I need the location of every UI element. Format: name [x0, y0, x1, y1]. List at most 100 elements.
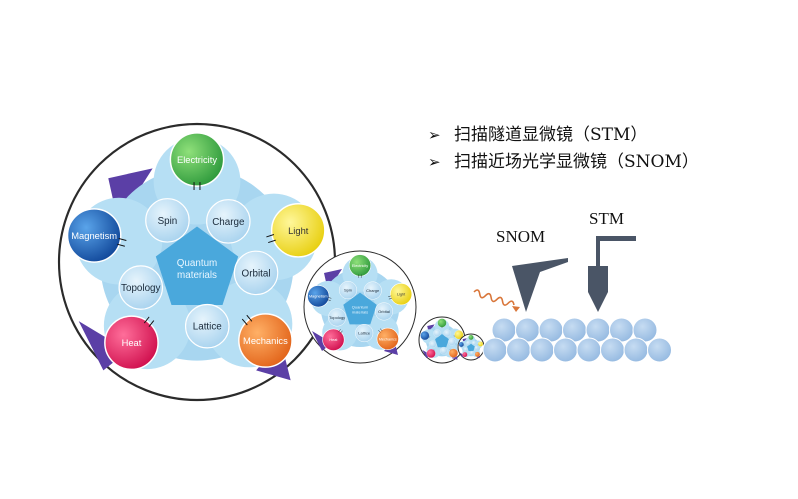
probe-sample-schematic: SNOM STM [473, 209, 672, 363]
outer-bubble-heat [322, 328, 345, 351]
outer-label: Magnetism [71, 231, 117, 241]
double-arrow-icon [475, 351, 477, 353]
outer-label: Heat [122, 338, 142, 348]
inner-bubble-spin [466, 340, 471, 346]
double-arrow-icon [465, 352, 467, 354]
center-label: materials [352, 309, 368, 314]
center-label: Quantum [177, 258, 218, 269]
small-quantum-diagram [418, 316, 466, 364]
technique-list: ➢ 扫描隧道显微镜（STM） ➢ 扫描近场光学显微镜（SNOM） [428, 122, 699, 176]
double-arrow-icon [477, 344, 479, 346]
stm-label: STM [589, 209, 624, 228]
outer-bubble-light [454, 330, 464, 340]
inner-label: Orbital [378, 309, 390, 314]
outer-label: Light [288, 226, 309, 236]
outer-bubble-light [389, 283, 413, 306]
center-label: Quantum [352, 305, 369, 310]
outer-label: Electricity [352, 264, 368, 268]
inner-bubble-lattice [184, 303, 230, 349]
inner-bubble-orbital [448, 338, 456, 346]
snom-label: SNOM [496, 227, 545, 246]
outer-label: Mechanics [379, 337, 397, 341]
double-arrow-icon [378, 328, 383, 333]
double-arrow-icon [338, 329, 343, 334]
center-label: materials [177, 270, 217, 281]
inner-bubble-lattice [355, 324, 374, 343]
outer-bubble-mechanics [448, 348, 458, 358]
stm-tip [588, 236, 636, 312]
bullet-text-snom: 扫描近场光学显微镜（SNOM） [454, 152, 699, 172]
outer-bubble-mechanics [376, 327, 399, 350]
inner-bubble-charge [443, 329, 451, 337]
outer-bubble-magnetism [307, 285, 330, 308]
inner-label: Spin [158, 216, 178, 227]
double-arrow-icon [143, 316, 155, 328]
snom-tip [512, 258, 568, 312]
outer-bubble-heat [104, 315, 159, 371]
double-arrow-icon [327, 297, 332, 301]
double-arrow-icon [266, 234, 276, 244]
inner-label: Topology [329, 315, 345, 320]
double-arrow-icon [433, 349, 435, 351]
inner-label: Lattice [358, 330, 371, 335]
double-arrow-icon [193, 182, 201, 191]
photon-wave [473, 289, 515, 306]
inner-bubble-lattice [469, 350, 475, 356]
bullet-snom: ➢ 扫描近场光学显微镜（SNOM） [428, 149, 699, 176]
outer-bubble-light [477, 341, 484, 347]
double-arrow-icon [463, 344, 465, 346]
bullet-text-stm: 扫描隧道显微镜（STM） [454, 125, 648, 145]
inner-bubble-spin [433, 329, 441, 337]
outer-bubble-mechanics [474, 351, 481, 357]
bullet-stm: ➢ 扫描隧道显微镜（STM） [428, 122, 699, 149]
inner-label: Topology [121, 283, 160, 294]
outer-bubble-heat [426, 348, 436, 359]
double-arrow-icon [453, 335, 456, 337]
atom [482, 337, 508, 363]
inner-bubble-topology [463, 347, 468, 352]
atom [529, 337, 555, 363]
arrowhead-bullet-icon: ➢ [428, 126, 441, 144]
inner-label: Orbital [242, 268, 271, 279]
center-pentagon [435, 334, 449, 348]
double-arrow-icon [470, 339, 472, 341]
center-pentagon [343, 292, 377, 325]
double-arrow-icon [449, 348, 452, 351]
atom [506, 337, 531, 363]
atom [576, 337, 602, 363]
inner-bubble-topology [328, 308, 347, 327]
outer-label: Heat [329, 338, 338, 342]
outer-label: Electricity [177, 155, 217, 165]
outer-label: Light [397, 293, 406, 297]
inner-bubble-topology [428, 340, 437, 348]
inner-bubble-lattice [439, 346, 448, 355]
double-arrow-icon [441, 326, 443, 329]
inner-bubble-orbital [474, 345, 479, 351]
inner-bubble-orbital [233, 250, 279, 296]
outer-bubble-electricity [348, 254, 372, 277]
outer-bubble-electricity [468, 334, 474, 340]
inner-label: Spin [344, 288, 352, 293]
center-pentagon [155, 226, 239, 305]
inner-bubble-charge [471, 341, 477, 346]
atom [600, 337, 625, 363]
inner-label: Charge [366, 288, 380, 293]
outer-bubble-magnetism [420, 331, 430, 341]
arrowhead-bullet-icon: ➢ [428, 153, 441, 171]
inner-bubble-topology [118, 265, 164, 310]
inner-label: Lattice [193, 322, 223, 333]
inner-bubble-charge [206, 199, 251, 244]
atom [647, 337, 672, 363]
tiny-quantum-diagram [457, 333, 485, 361]
outer-label: Mechanics [243, 336, 288, 346]
double-arrow-icon [241, 314, 253, 326]
outer-bubble-mechanics [238, 313, 293, 368]
inner-bubble-charge [363, 281, 382, 300]
double-arrow-icon [358, 274, 362, 278]
double-arrow-icon [117, 238, 127, 247]
center-pentagon [467, 343, 475, 351]
atom [623, 337, 649, 363]
inner-label: Charge [212, 217, 245, 228]
